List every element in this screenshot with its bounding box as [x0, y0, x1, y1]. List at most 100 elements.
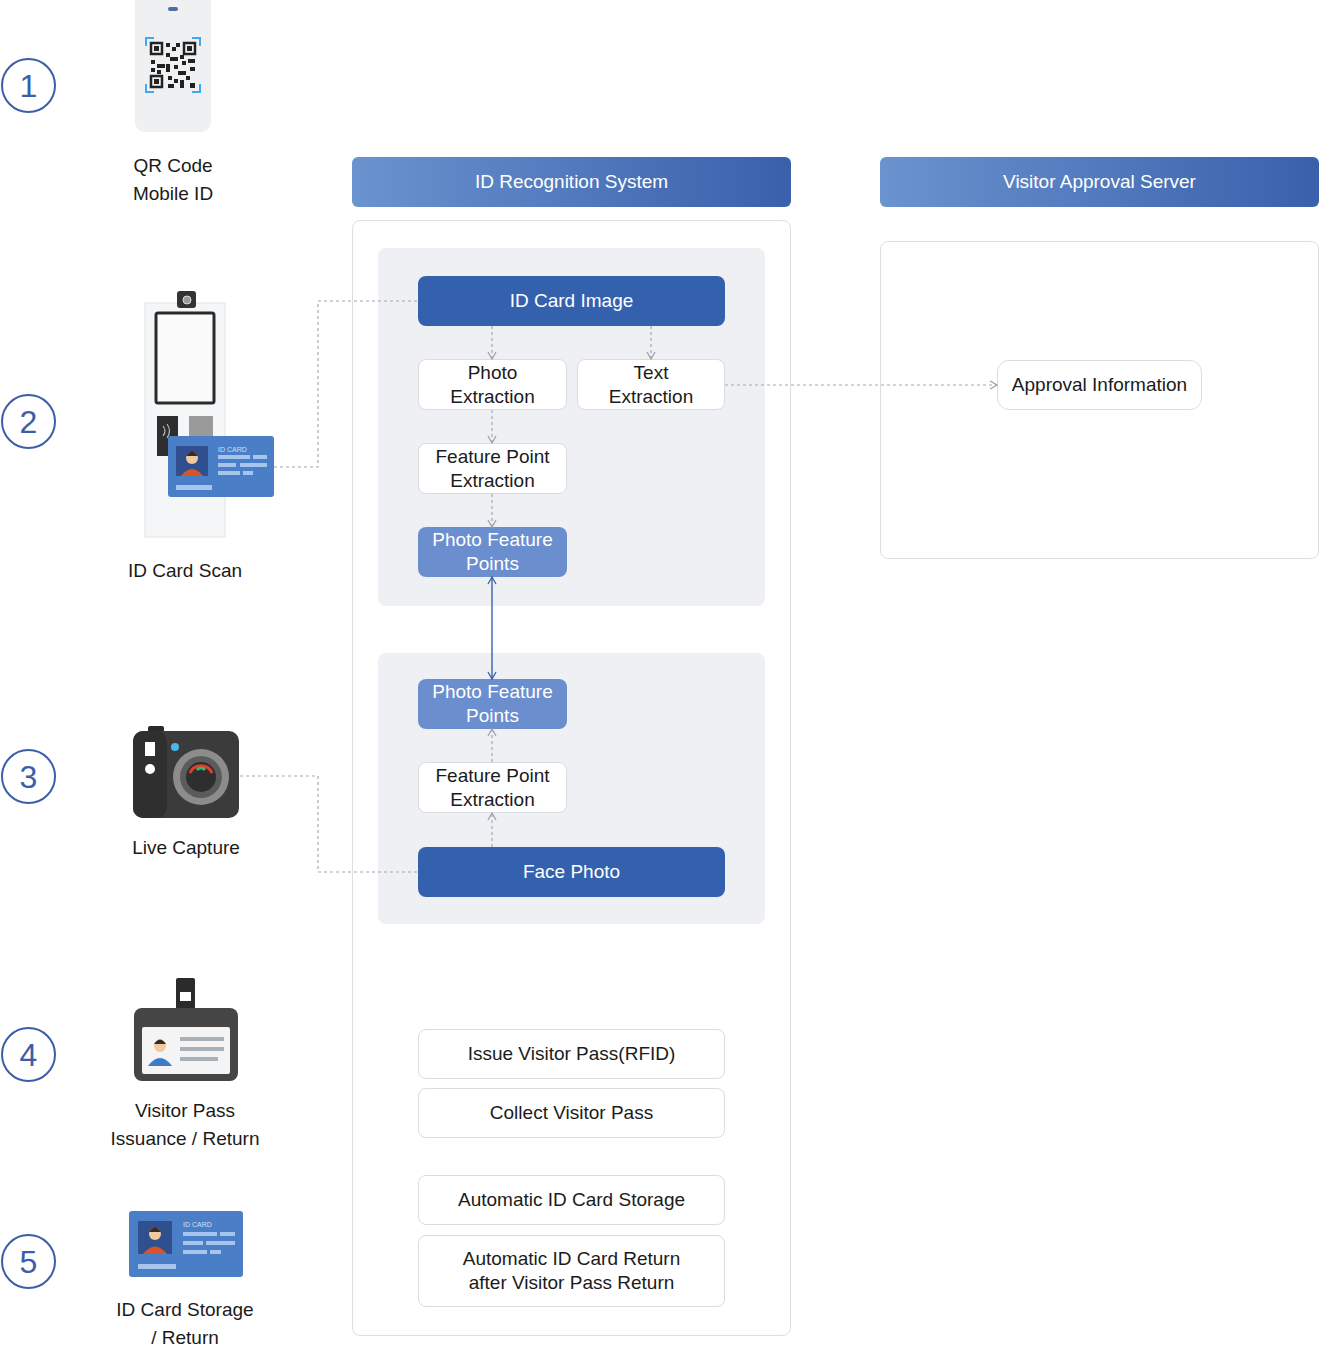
callout-number: 3	[1, 749, 56, 804]
camera-body	[133, 731, 239, 818]
device-icon: QR Code Mobile ID	[118, 0, 228, 210]
box-label: Feature Point Extraction	[427, 445, 558, 493]
card-photo	[176, 446, 208, 476]
badge-lines	[180, 1037, 224, 1061]
flow-connector	[491, 494, 492, 527]
card-lines	[138, 1232, 235, 1269]
feature-box: Photo Feature Points	[418, 527, 567, 577]
device-icon: Visitor Pass Issuance / Return	[110, 976, 260, 1151]
device-icon: ID Card Scan	[96, 288, 274, 588]
phone-speaker	[168, 7, 178, 11]
process-box: Feature Point Extraction	[418, 443, 567, 494]
qr-finder	[154, 79, 159, 84]
camera-light	[171, 743, 179, 751]
card-caption: ID CARD	[183, 1221, 212, 1229]
camera-lens	[186, 762, 216, 792]
kiosk-body	[145, 303, 225, 537]
callout-number: 1	[1, 58, 56, 113]
flow-connector	[491, 326, 492, 359]
qr-modules	[151, 43, 195, 88]
system-panel: ID Recognition System ID Card ImagePhoto …	[352, 157, 791, 1336]
badge-holder	[134, 1008, 238, 1081]
callout-digit: 3	[20, 761, 38, 793]
box-label: ID Card Image	[510, 289, 634, 313]
process-box: Automatic ID Card Return after Visitor P…	[418, 1235, 725, 1307]
device-label: ID Card Scan	[85, 557, 285, 585]
badge-clip	[176, 978, 195, 1010]
badge-clip	[180, 992, 191, 1001]
card-caption: ID CARD	[218, 446, 247, 454]
device-icon: ID Card Storage / Return	[110, 1208, 260, 1353]
box-label: Automatic ID Card Return after Visitor P…	[443, 1247, 700, 1295]
process-box: Text Extraction	[577, 359, 725, 410]
camera-flash	[145, 742, 155, 756]
kiosk-screen	[156, 313, 214, 403]
lens-ring	[190, 766, 212, 773]
qr-finder	[187, 46, 192, 51]
flow-connector	[491, 813, 492, 847]
id-card	[129, 1211, 243, 1277]
badge-person	[154, 1040, 166, 1052]
box-label: Photo Feature Points	[426, 528, 559, 576]
camera-lens	[180, 756, 222, 798]
process-box: Automatic ID Card Storage	[418, 1175, 725, 1225]
card-person	[149, 1228, 161, 1233]
box-label: Face Photo	[523, 860, 620, 884]
process-box: Issue Visitor Pass(RFID)	[418, 1029, 725, 1079]
qr-finder	[184, 43, 195, 54]
scan-brackets	[146, 38, 200, 92]
process-box: Photo Extraction	[418, 359, 567, 410]
card-person	[186, 452, 198, 464]
flow-connector	[650, 326, 651, 359]
flow-connector	[240, 776, 418, 872]
card-person	[181, 469, 203, 476]
system-panel: Visitor Approval ServerApproval Informat…	[880, 157, 1319, 559]
badge-card	[142, 1027, 230, 1074]
data-box: ID Card Image	[418, 276, 725, 326]
device-label: Visitor Pass Issuance / Return	[105, 1097, 265, 1153]
process-box: Approval Information	[997, 360, 1202, 410]
camera-grip	[133, 731, 167, 818]
card-person	[143, 1247, 167, 1255]
qr-finder	[151, 43, 162, 54]
callout-digit: 4	[20, 1039, 38, 1071]
box-label: Text Extraction	[598, 361, 704, 409]
process-box: Collect Visitor Pass	[418, 1088, 725, 1138]
device-label: Live Capture	[86, 834, 286, 862]
panel-heading: Visitor Approval Server	[880, 157, 1319, 207]
card-slot	[189, 416, 213, 438]
lens-ring	[197, 768, 205, 770]
card-lines	[176, 455, 267, 490]
flow-connector	[491, 729, 492, 762]
panel-heading: ID Recognition System	[352, 157, 791, 207]
callout-digit: 2	[20, 406, 38, 438]
badge-person	[148, 1058, 172, 1066]
camera-dot	[145, 764, 155, 774]
id-card	[168, 436, 274, 497]
kiosk-camera	[177, 291, 196, 308]
callout-digit: 1	[20, 70, 38, 102]
data-box: Face Photo	[418, 847, 725, 897]
device-label: ID Card Storage / Return	[114, 1296, 256, 1352]
box-label: Automatic ID Card Storage	[458, 1188, 685, 1212]
qr-finder	[154, 46, 159, 51]
flow-connector	[725, 384, 997, 385]
camera-lens	[173, 749, 229, 805]
card-photo	[138, 1221, 172, 1254]
box-label: Approval Information	[1012, 373, 1187, 397]
box-label: Photo Feature Points	[426, 680, 559, 728]
box-label: Collect Visitor Pass	[490, 1101, 653, 1125]
flow-connector	[491, 410, 492, 443]
flow-connector	[274, 301, 418, 467]
flow-connector	[491, 577, 492, 679]
callout-number: 2	[1, 394, 56, 449]
box-label: Issue Visitor Pass(RFID)	[468, 1042, 676, 1066]
nfc-waves	[163, 424, 170, 438]
callout-number: 5	[1, 1234, 56, 1289]
feature-box: Photo Feature Points	[418, 679, 567, 729]
qr-finder	[151, 76, 162, 87]
box-label: Feature Point Extraction	[427, 764, 558, 812]
box-label: Photo Extraction	[427, 361, 558, 409]
